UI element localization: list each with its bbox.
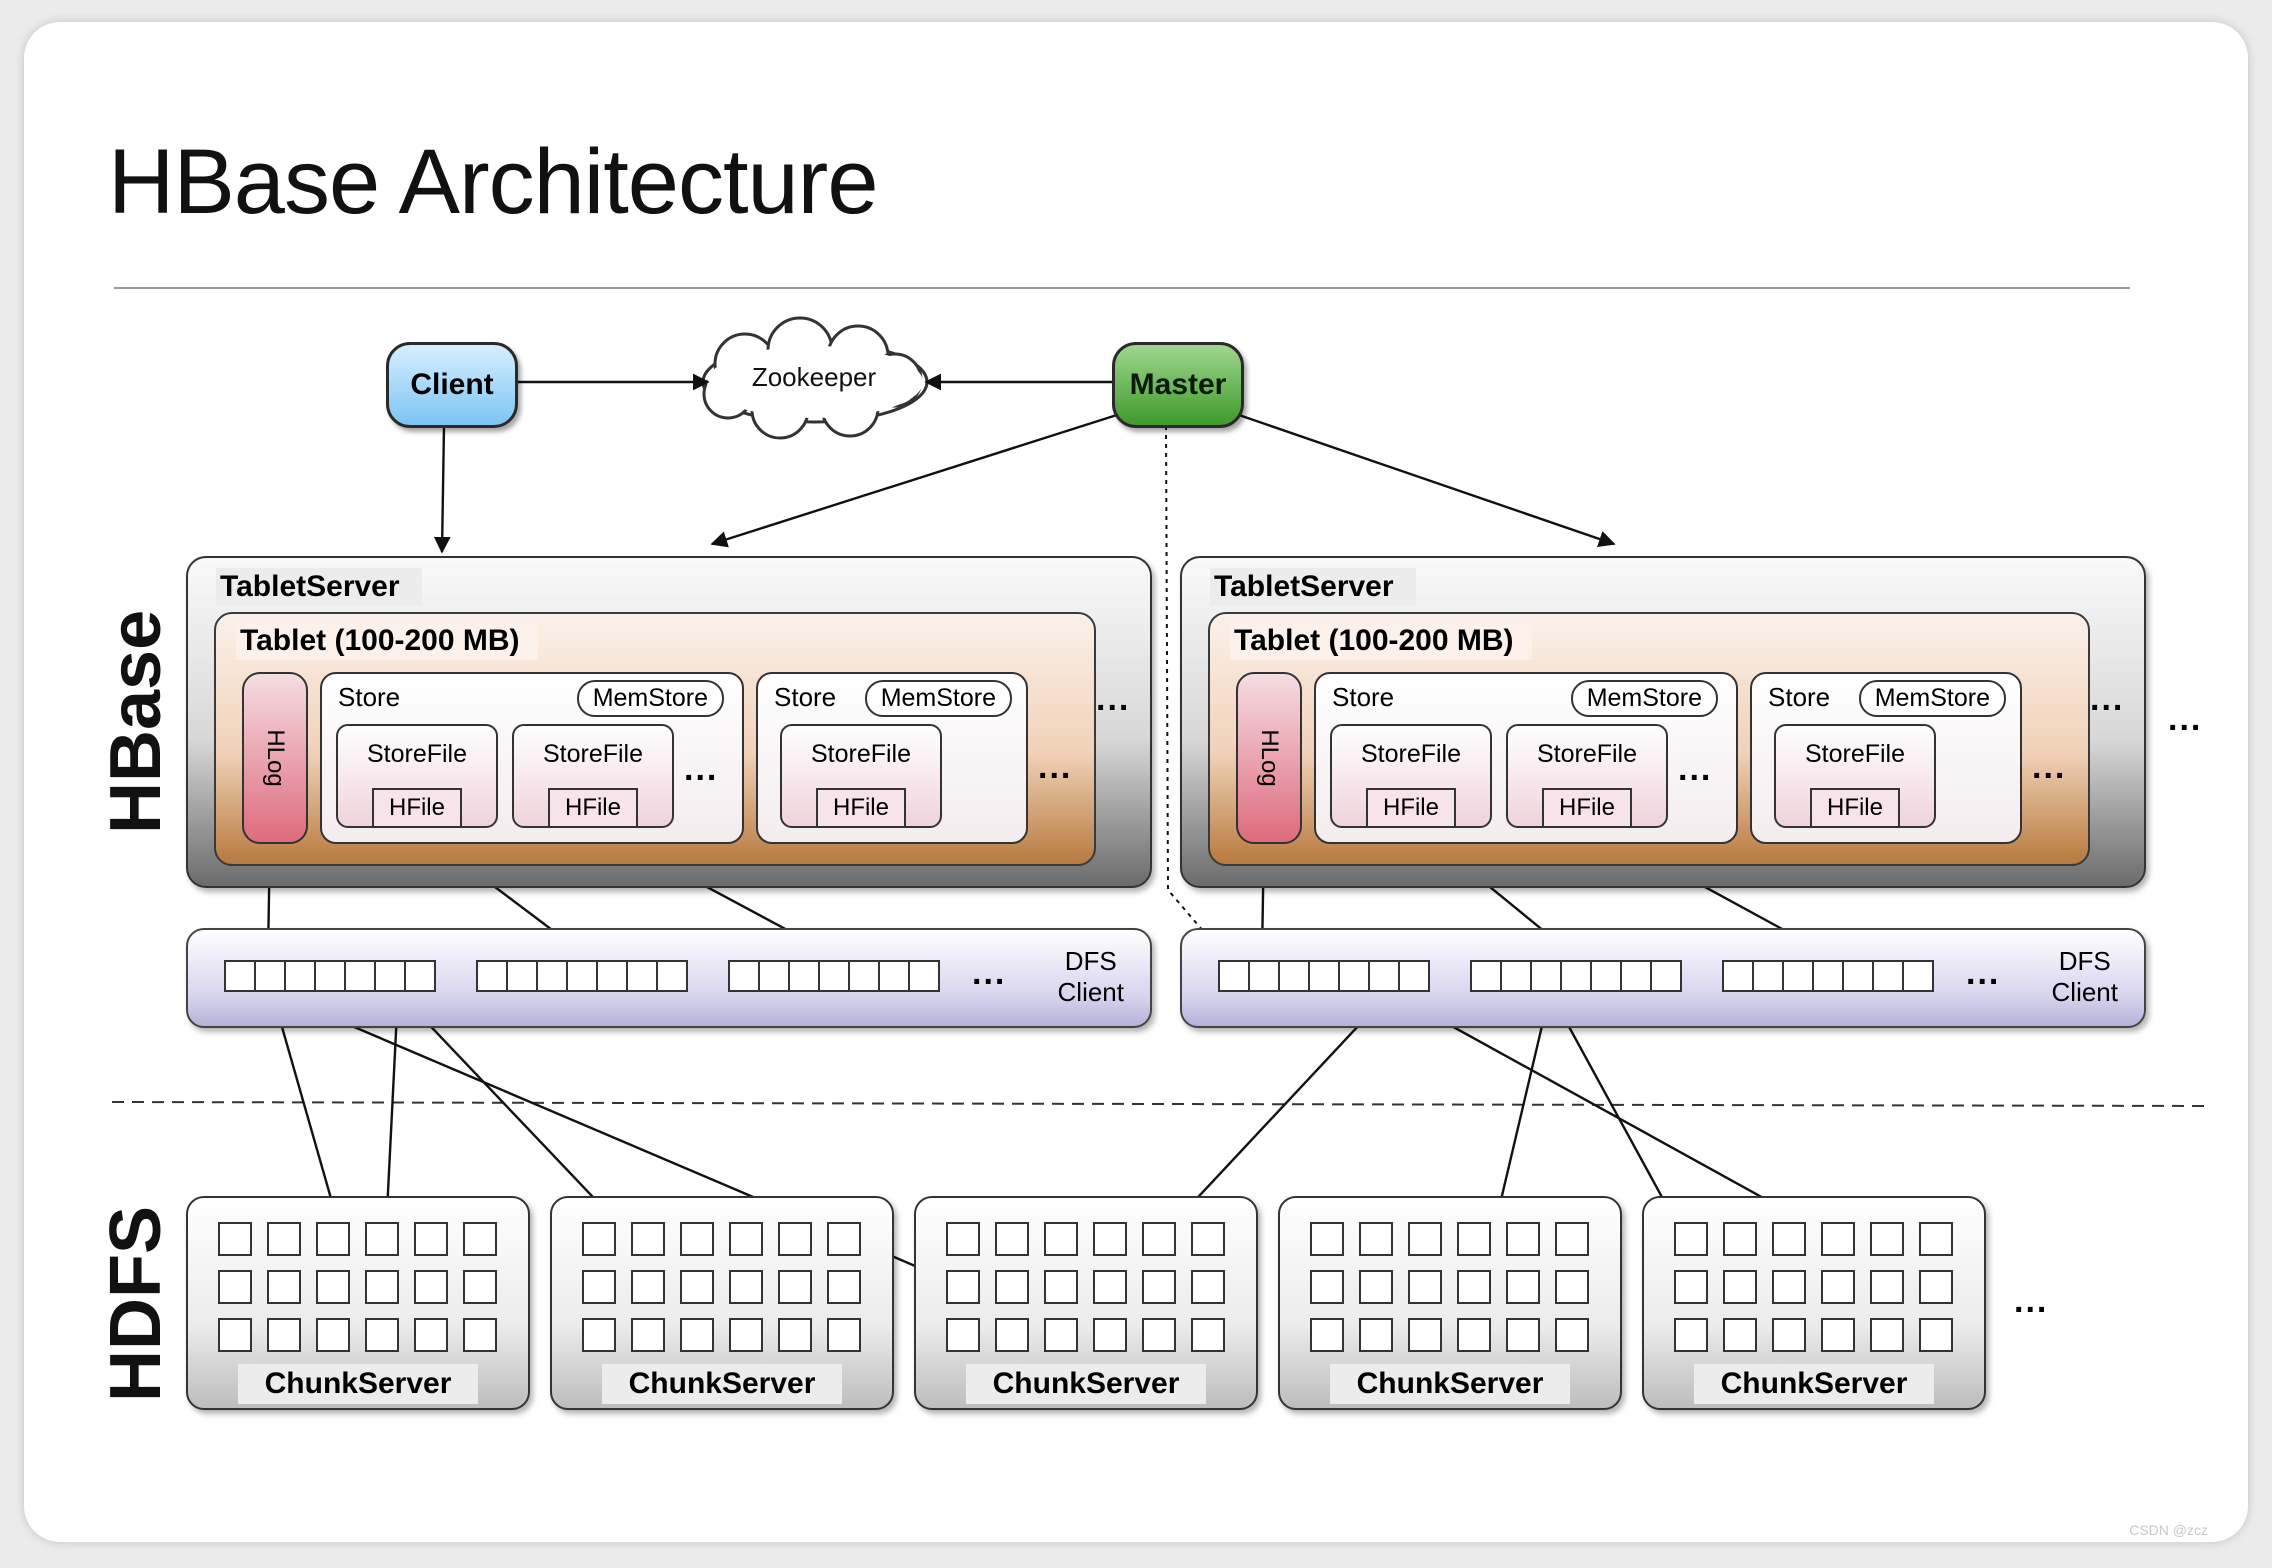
- tablet-2: Tablet (100-200 MB) HLog Store MemStore …: [1208, 612, 2090, 866]
- hlog-label: HLog: [262, 729, 289, 787]
- chunkserver-label: ChunkServer: [602, 1364, 842, 1404]
- ellipsis: ...: [1096, 680, 1131, 718]
- ellipsis: ...: [684, 750, 719, 788]
- chunkserver-label: ChunkServer: [1694, 1364, 1934, 1404]
- storefile-label: StoreFile: [1804, 740, 1906, 768]
- tabletserver-2: TabletServer Tablet (100-200 MB) HLog St…: [1180, 556, 2146, 888]
- ellipsis: ...: [2032, 748, 2067, 786]
- hfile: HFile: [548, 788, 638, 828]
- storefile-label: StoreFile: [1360, 740, 1462, 768]
- chunkserver-3: ChunkServer: [914, 1196, 1258, 1410]
- block-group: [728, 960, 940, 992]
- storefile-label: StoreFile: [810, 740, 912, 768]
- tablet-label: Tablet (100-200 MB): [236, 622, 538, 660]
- hlog-1: HLog: [242, 672, 308, 844]
- hfile: HFile: [1542, 788, 1632, 828]
- client-to-tabletserver-arrow: [433, 425, 451, 554]
- chunk-grid: [1310, 1222, 1589, 1352]
- storefile-label: StoreFile: [366, 740, 468, 768]
- hlog-2: HLog: [1236, 672, 1302, 844]
- hlog-label: HLog: [1256, 729, 1283, 787]
- chunkserver-label: ChunkServer: [1330, 1364, 1570, 1404]
- ellipsis: ...: [2090, 680, 2125, 718]
- title-divider: [114, 287, 2130, 289]
- dfs-label-line2: Client: [2051, 977, 2118, 1007]
- tablet-label: Tablet (100-200 MB): [1230, 622, 1532, 660]
- store-label: Store: [1332, 682, 1395, 712]
- block-group: [476, 960, 688, 992]
- client-node: Client: [386, 342, 518, 428]
- block-group: [224, 960, 436, 992]
- hfile: HFile: [1810, 788, 1900, 828]
- zookeeper-cloud-fill: [707, 346, 923, 418]
- hfile: HFile: [1366, 788, 1456, 828]
- chunkserver-4: ChunkServer: [1278, 1196, 1622, 1410]
- store-label: Store: [774, 682, 837, 712]
- chunkserver-label: ChunkServer: [966, 1364, 1206, 1404]
- dfs-label-line1: DFS: [1064, 946, 1117, 976]
- master-to-tabletserver-1-arrow: [710, 412, 1121, 548]
- storefile-label: StoreFile: [1536, 740, 1638, 768]
- ellipsis: ...: [2168, 700, 2203, 738]
- chunk-grid: [582, 1222, 861, 1352]
- memstore-badge: MemStore: [1570, 680, 1718, 717]
- tabletserver-label: TabletServer: [216, 568, 422, 606]
- page-title: HBase Architecture: [108, 131, 878, 233]
- block-group: [1470, 960, 1682, 992]
- hfile: HFile: [372, 788, 462, 828]
- chunkserver-2: ChunkServer: [550, 1196, 894, 1410]
- chunkserver-1: ChunkServer: [186, 1196, 530, 1410]
- master-to-tabletserver-2-arrow: [1235, 412, 1616, 548]
- dfs-label-line1: DFS: [2058, 946, 2111, 976]
- memstore-badge: MemStore: [576, 680, 724, 717]
- chunk-grid: [946, 1222, 1225, 1352]
- tablet-1: Tablet (100-200 MB) HLog Store MemStore …: [214, 612, 1096, 866]
- block-group: [1722, 960, 1934, 992]
- ellipsis: ...: [1038, 748, 1073, 786]
- tabletserver-label: TabletServer: [1210, 568, 1416, 606]
- ellipsis: ...: [972, 954, 1007, 992]
- ellipsis: ...: [1678, 750, 1713, 788]
- dfs-to-chunk-arrow-2: [378, 991, 400, 1234]
- dfs-label-line2: Client: [1057, 977, 1124, 1007]
- layer-divider: [111, 1101, 2213, 1107]
- chunkserver-label: ChunkServer: [238, 1364, 478, 1404]
- dfs-to-chunk-arrow-1: [270, 991, 340, 1218]
- memstore-badge: MemStore: [864, 680, 1012, 717]
- chunkserver-5: ChunkServer: [1642, 1196, 1986, 1410]
- chunk-grid: [218, 1222, 497, 1352]
- memstore-badge: MemStore: [1858, 680, 2006, 717]
- watermark: CSDN @zcz: [2129, 1522, 2208, 1538]
- store-label: Store: [338, 682, 401, 712]
- hfile: HFile: [816, 788, 906, 828]
- store-label: Store: [1768, 682, 1831, 712]
- ellipsis: ...: [2014, 1282, 2049, 1320]
- chunk-grid: [1674, 1222, 1953, 1352]
- block-group: [1218, 960, 1430, 992]
- storefile-label: StoreFile: [542, 740, 644, 768]
- zookeeper-label: Zookeeper: [751, 362, 877, 392]
- ellipsis: ...: [1966, 954, 2001, 992]
- tabletserver-1: TabletServer Tablet (100-200 MB) HLog St…: [186, 556, 1152, 888]
- master-node: Master: [1112, 342, 1244, 428]
